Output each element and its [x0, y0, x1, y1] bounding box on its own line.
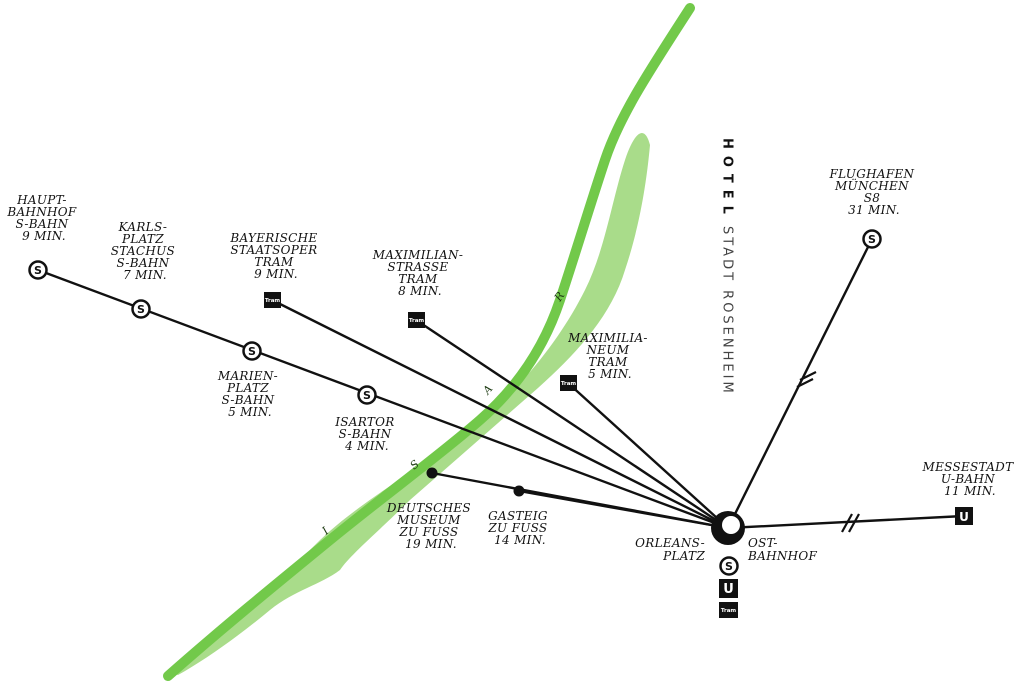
hub-orleansplatz[interactable]: S U Tram ORLEANS- PLATZ OST- BAHNHOF [635, 511, 817, 618]
route-hauptbahnhof[interactable] [37, 268, 729, 530]
u-bahn-icon [955, 507, 973, 525]
stop-maximilianstrasse[interactable]: Tram MAXIMILIAN- STRASSE TRAM 8 MIN. [372, 248, 468, 328]
stop-karlsplatz[interactable]: S KARLS- PLATZ STACHUS S-BAHN 7 MIN. [111, 220, 179, 319]
river-letter-a: A [480, 382, 496, 397]
route-gasteig[interactable] [518, 489, 729, 530]
walk-dot [426, 467, 438, 479]
stop-label: FLUGHAFEN MÜNCHEN S8 31 MIN. [829, 167, 919, 217]
svg-text:Tram: Tram [561, 381, 577, 387]
svg-text:Tram: Tram [721, 608, 737, 614]
hub-tram-icon: Tram [719, 602, 738, 618]
svg-text:S: S [363, 389, 371, 402]
hub-label-line1: ORLEANS- [635, 536, 705, 550]
stop-label: BAYERISCHE STAATSOPER TRAM 9 MIN. [229, 231, 321, 281]
svg-text:Tram: Tram [265, 298, 281, 304]
stop-staatsoper[interactable]: Tram BAYERISCHE STAATSOPER TRAM 9 MIN. [229, 231, 321, 308]
route-maximilianstrasse[interactable] [415, 319, 729, 529]
svg-text:S: S [248, 345, 256, 358]
walk-dot [513, 485, 525, 497]
stop-label: KARLS- PLATZ STACHUS S-BAHN 7 MIN. [111, 220, 179, 282]
svg-text:U: U [959, 510, 969, 524]
svg-text:S: S [868, 233, 876, 246]
stop-label: MARIEN- PLATZ S-BAHN 5 MIN. [217, 369, 282, 419]
s-bahn-icon [242, 341, 262, 361]
svg-text:Tram: Tram [409, 318, 425, 324]
stop-messestadt[interactable]: U MESSESTADT U-BAHN 11 MIN. [921, 460, 1017, 525]
distance-break-flughafen [796, 371, 817, 388]
tram-icon [408, 312, 425, 328]
stop-label: ISARTOR S-BAHN 4 MIN. [334, 415, 399, 453]
hotel-title: HOTEL STADT ROSENHEIM [720, 138, 735, 396]
s-bahn-icon [28, 260, 48, 280]
stop-label: MAXIMILIA- NEUM TRAM 5 MIN. [567, 331, 652, 381]
s-bahn-icon [862, 229, 882, 249]
route-messestadt[interactable] [727, 514, 965, 530]
stop-maximilianeum[interactable]: Tram MAXIMILIA- NEUM TRAM 5 MIN. [560, 331, 652, 391]
s-bahn-icon [131, 299, 151, 319]
distance-break-messestadt [841, 513, 860, 533]
stop-marienplatz[interactable]: S MARIEN- PLATZ S-BAHN 5 MIN. [217, 341, 282, 420]
stop-hauptbahnhof[interactable]: S HAUPT- BAHNHOF S-BAHN 9 MIN. [6, 193, 80, 280]
stop-label: GASTEIG ZU FUSS 14 MIN. [487, 509, 551, 547]
hub-s-bahn-icon: S [719, 556, 739, 576]
stop-label: HAUPT- BAHNHOF S-BAHN 9 MIN. [6, 193, 80, 243]
stop-gasteig[interactable]: GASTEIG ZU FUSS 14 MIN. [487, 485, 551, 548]
stop-label: MESSESTADT U-BAHN 11 MIN. [921, 460, 1017, 498]
s-bahn-icon [357, 385, 377, 405]
ostbahnhof-label-line1: OST- [748, 536, 778, 550]
svg-text:S: S [725, 560, 733, 573]
hotel-title-part1: HOTEL [720, 138, 735, 221]
route-staatsoper[interactable] [271, 298, 729, 530]
ostbahnhof-label-line2: BAHNHOF [747, 549, 818, 563]
hub-u-bahn-icon: U [719, 579, 738, 598]
hotel-title-part2: STADT ROSENHEIM [720, 226, 735, 396]
route-lines [37, 238, 965, 533]
hub-marker-inner [722, 516, 740, 534]
route-maximilianeum[interactable] [567, 382, 729, 529]
route-flughafen[interactable] [726, 238, 874, 529]
river-dark-band [163, 3, 695, 681]
svg-text:U: U [723, 582, 734, 597]
stop-label: DEUTSCHES MUSEUM ZU FUSS 19 MIN. [386, 501, 475, 551]
tram-icon [560, 375, 577, 391]
tram-icon [264, 292, 281, 308]
stop-flughafen[interactable]: S FLUGHAFEN MÜNCHEN S8 31 MIN. [829, 167, 919, 249]
svg-text:S: S [34, 264, 42, 277]
stop-isartor[interactable]: S ISARTOR S-BAHN 4 MIN. [334, 385, 399, 454]
hub-label-line2: PLATZ [662, 549, 705, 563]
stop-deutsches-museum[interactable]: DEUTSCHES MUSEUM ZU FUSS 19 MIN. [386, 467, 475, 552]
svg-text:S: S [137, 303, 145, 316]
stop-label: MAXIMILIAN- STRASSE TRAM 8 MIN. [372, 248, 468, 298]
